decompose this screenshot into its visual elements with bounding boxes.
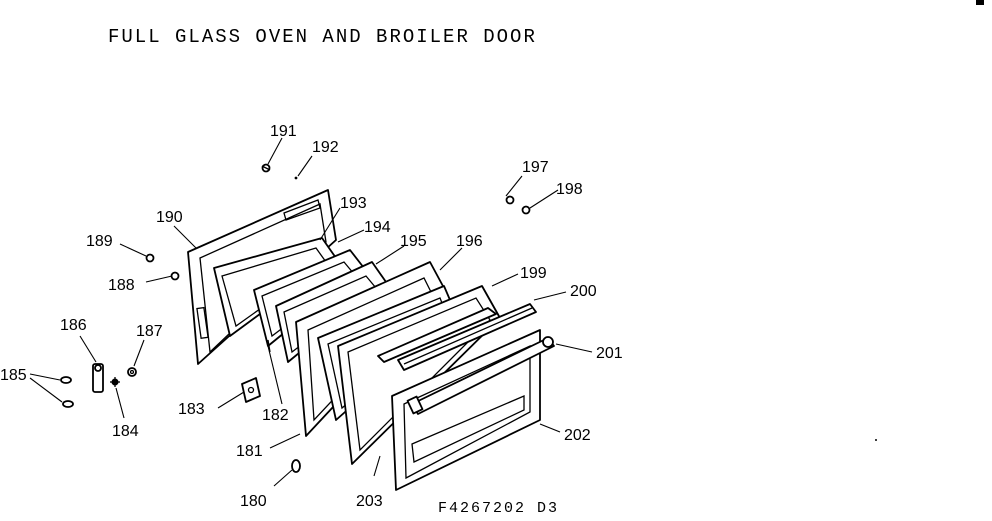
label-186: 186 xyxy=(60,317,87,334)
label-191: 191 xyxy=(270,123,297,140)
label-182: 182 xyxy=(262,407,289,424)
label-196: 196 xyxy=(456,233,483,250)
part-185-screws xyxy=(60,376,74,408)
label-189: 189 xyxy=(86,233,113,250)
label-201: 201 xyxy=(596,345,623,362)
label-187: 187 xyxy=(136,323,163,340)
part-200-trim-rail xyxy=(397,303,537,371)
part-186-hinge-bracket xyxy=(92,363,104,393)
label-198: 198 xyxy=(556,181,583,198)
label-181: 181 xyxy=(236,443,263,460)
part-183-hinge xyxy=(241,377,261,403)
part-198-washer xyxy=(521,205,531,215)
label-200: 200 xyxy=(570,283,597,300)
part-187-nut xyxy=(127,367,137,377)
part-201-door-handle xyxy=(406,336,555,415)
label-192: 192 xyxy=(312,139,339,156)
label-194: 194 xyxy=(364,219,391,236)
stray-dot xyxy=(875,439,877,441)
part-199-trim-strip xyxy=(377,307,497,363)
label-190: 190 xyxy=(156,209,183,226)
label-195: 195 xyxy=(400,233,427,250)
part-197-screw xyxy=(505,195,515,205)
diagram-title: FULL GLASS OVEN AND BROILER DOOR xyxy=(108,26,537,48)
leader-lines xyxy=(29,137,593,487)
part-180-screw xyxy=(291,459,301,473)
part-184-spring-star xyxy=(110,377,120,387)
part-189-screw xyxy=(145,253,155,263)
label-180: 180 xyxy=(240,493,267,510)
label-199: 199 xyxy=(520,265,547,282)
part-191-screw xyxy=(261,163,271,173)
label-185: 185 xyxy=(0,367,27,384)
part-182-spacer xyxy=(267,339,271,353)
label-188: 188 xyxy=(108,277,135,294)
corner-mark xyxy=(976,0,984,5)
label-184: 184 xyxy=(112,423,139,440)
part-192-clip xyxy=(294,176,298,180)
drawing-code: F4267202 D3 xyxy=(438,500,559,516)
label-183: 183 xyxy=(178,401,205,418)
label-202: 202 xyxy=(564,427,591,444)
part-188-washer xyxy=(170,271,180,281)
label-197: 197 xyxy=(522,159,549,176)
label-193: 193 xyxy=(340,195,367,212)
label-203: 203 xyxy=(356,493,383,510)
